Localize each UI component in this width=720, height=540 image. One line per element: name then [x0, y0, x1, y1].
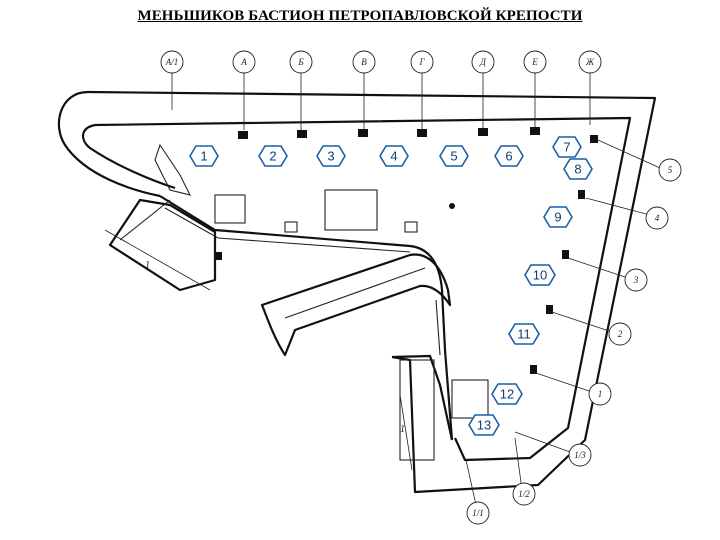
svg-text:8: 8 — [574, 162, 581, 177]
axis-label: 1 — [598, 389, 603, 399]
axis-label: Е — [531, 57, 538, 67]
svg-text:5: 5 — [450, 149, 457, 164]
room-marker-1: 1 — [189, 145, 219, 167]
left-block — [108, 198, 217, 292]
axis-label: Г — [418, 57, 425, 67]
ramp — [260, 253, 452, 357]
room-marker-9: 9 — [543, 206, 573, 228]
svg-text:13: 13 — [477, 418, 491, 433]
svg-text:2: 2 — [269, 149, 276, 164]
axis-label: 1/2 — [518, 489, 530, 499]
svg-text:7: 7 — [563, 140, 570, 155]
axis-label: 1/3 — [574, 450, 586, 460]
svg-text:1: 1 — [200, 149, 207, 164]
lower-block — [391, 354, 454, 441]
axis-label: 4 — [655, 213, 660, 223]
room-marker-3: 3 — [316, 145, 346, 167]
room-marker-6: 6 — [494, 145, 524, 167]
axis-label: Ж — [585, 57, 595, 67]
axis-label: Д — [479, 57, 487, 67]
dimension-mark: 1 — [145, 260, 150, 271]
axis-label: Б — [297, 57, 304, 67]
room-marker-2: 2 — [258, 145, 288, 167]
svg-text:11: 11 — [517, 327, 531, 342]
svg-text:6: 6 — [505, 149, 512, 164]
room-marker-11: 11 — [508, 323, 540, 345]
axis-label: 3 — [633, 275, 639, 285]
axis-labels-bottom: 1/1 1/2 — [466, 482, 536, 525]
room-marker-4: 4 — [379, 145, 409, 167]
svg-text:4: 4 — [390, 149, 397, 164]
axis-labels-right: 5 4 3 2 1 1/3 — [568, 158, 682, 467]
svg-text:3: 3 — [327, 149, 334, 164]
axis-labels-top: А/1 А Б В Г Д Е Ж — [160, 50, 602, 74]
room-marker-13: 13 — [468, 414, 500, 436]
axis-label: 5 — [668, 165, 673, 175]
inner-wall-left — [82, 123, 176, 190]
axis-leaders — [104, 72, 661, 506]
outer-wall-left — [57, 90, 161, 198]
room-marker-5: 5 — [439, 145, 469, 167]
svg-text:9: 9 — [554, 210, 561, 225]
axis-label: 2 — [618, 329, 623, 339]
inner-wall — [94, 116, 632, 462]
axis-label: А/1 — [165, 57, 179, 67]
room-marker-12: 12 — [491, 383, 523, 405]
axis-label: А — [240, 57, 247, 67]
axis-label: 1/1 — [472, 508, 484, 518]
room-marker-10: 10 — [524, 264, 556, 286]
room-marker-7: 7 — [552, 136, 582, 158]
casemates — [238, 127, 598, 374]
dimension-mark: 1 — [400, 424, 405, 435]
room-markers: 1 2 3 4 5 6 7 8 9 10 11 12 13 — [189, 136, 593, 436]
diagram-title: МЕНЬШИКОВ БАСТИОН ПЕТРОПАВЛОВСКОЙ КРЕПОС… — [137, 8, 583, 24]
axis-label: В — [361, 57, 367, 67]
curtain-upper — [159, 195, 411, 248]
svg-text:12: 12 — [500, 387, 514, 402]
svg-text:10: 10 — [533, 268, 547, 283]
room-marker-8: 8 — [563, 158, 593, 180]
